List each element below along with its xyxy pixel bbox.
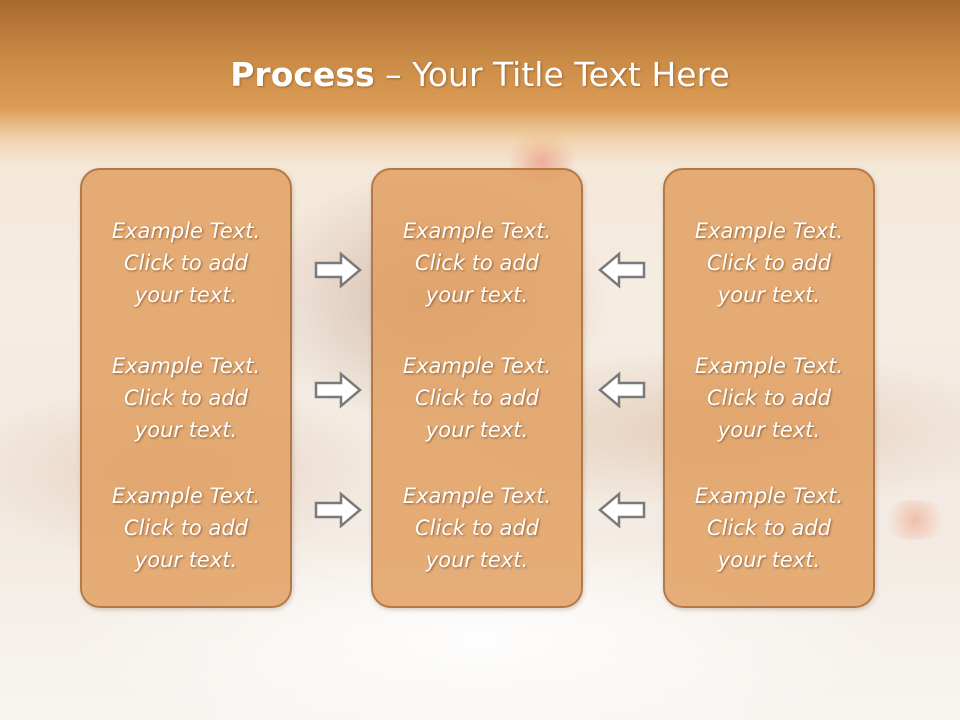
process-box-right[interactable]: Example Text. Click to add your text. Ex… (663, 168, 875, 608)
process-box-left[interactable]: Example Text. Click to add your text. Ex… (80, 168, 292, 608)
title-rest: – Your Title Text Here (374, 55, 730, 94)
text-placeholder[interactable]: Example Text. Click to add your text. (402, 354, 552, 442)
process-box-center[interactable]: Example Text. Click to add your text. Ex… (371, 168, 583, 608)
text-placeholder[interactable]: Example Text. Click to add your text. (402, 484, 552, 572)
text-placeholder[interactable]: Example Text. Click to add your text. (402, 219, 552, 307)
text-placeholder[interactable]: Example Text. Click to add your text. (111, 219, 261, 307)
arrow-left-icon (597, 370, 647, 410)
text-placeholder[interactable]: Example Text. Click to add your text. (694, 219, 844, 307)
petals-decoration (880, 500, 950, 540)
arrow-left-icon (597, 250, 647, 290)
title-banner (0, 0, 960, 165)
text-placeholder[interactable]: Example Text. Click to add your text. (694, 484, 844, 572)
text-placeholder[interactable]: Example Text. Click to add your text. (111, 354, 261, 442)
arrow-right-icon (313, 370, 363, 410)
arrow-right-icon (313, 490, 363, 530)
arrow-left-icon (597, 490, 647, 530)
text-placeholder[interactable]: Example Text. Click to add your text. (111, 484, 261, 572)
slide-title[interactable]: Process – Your Title Text Here (0, 52, 960, 98)
title-bold: Process (230, 55, 375, 94)
arrow-right-icon (313, 250, 363, 290)
text-placeholder[interactable]: Example Text. Click to add your text. (694, 354, 844, 442)
